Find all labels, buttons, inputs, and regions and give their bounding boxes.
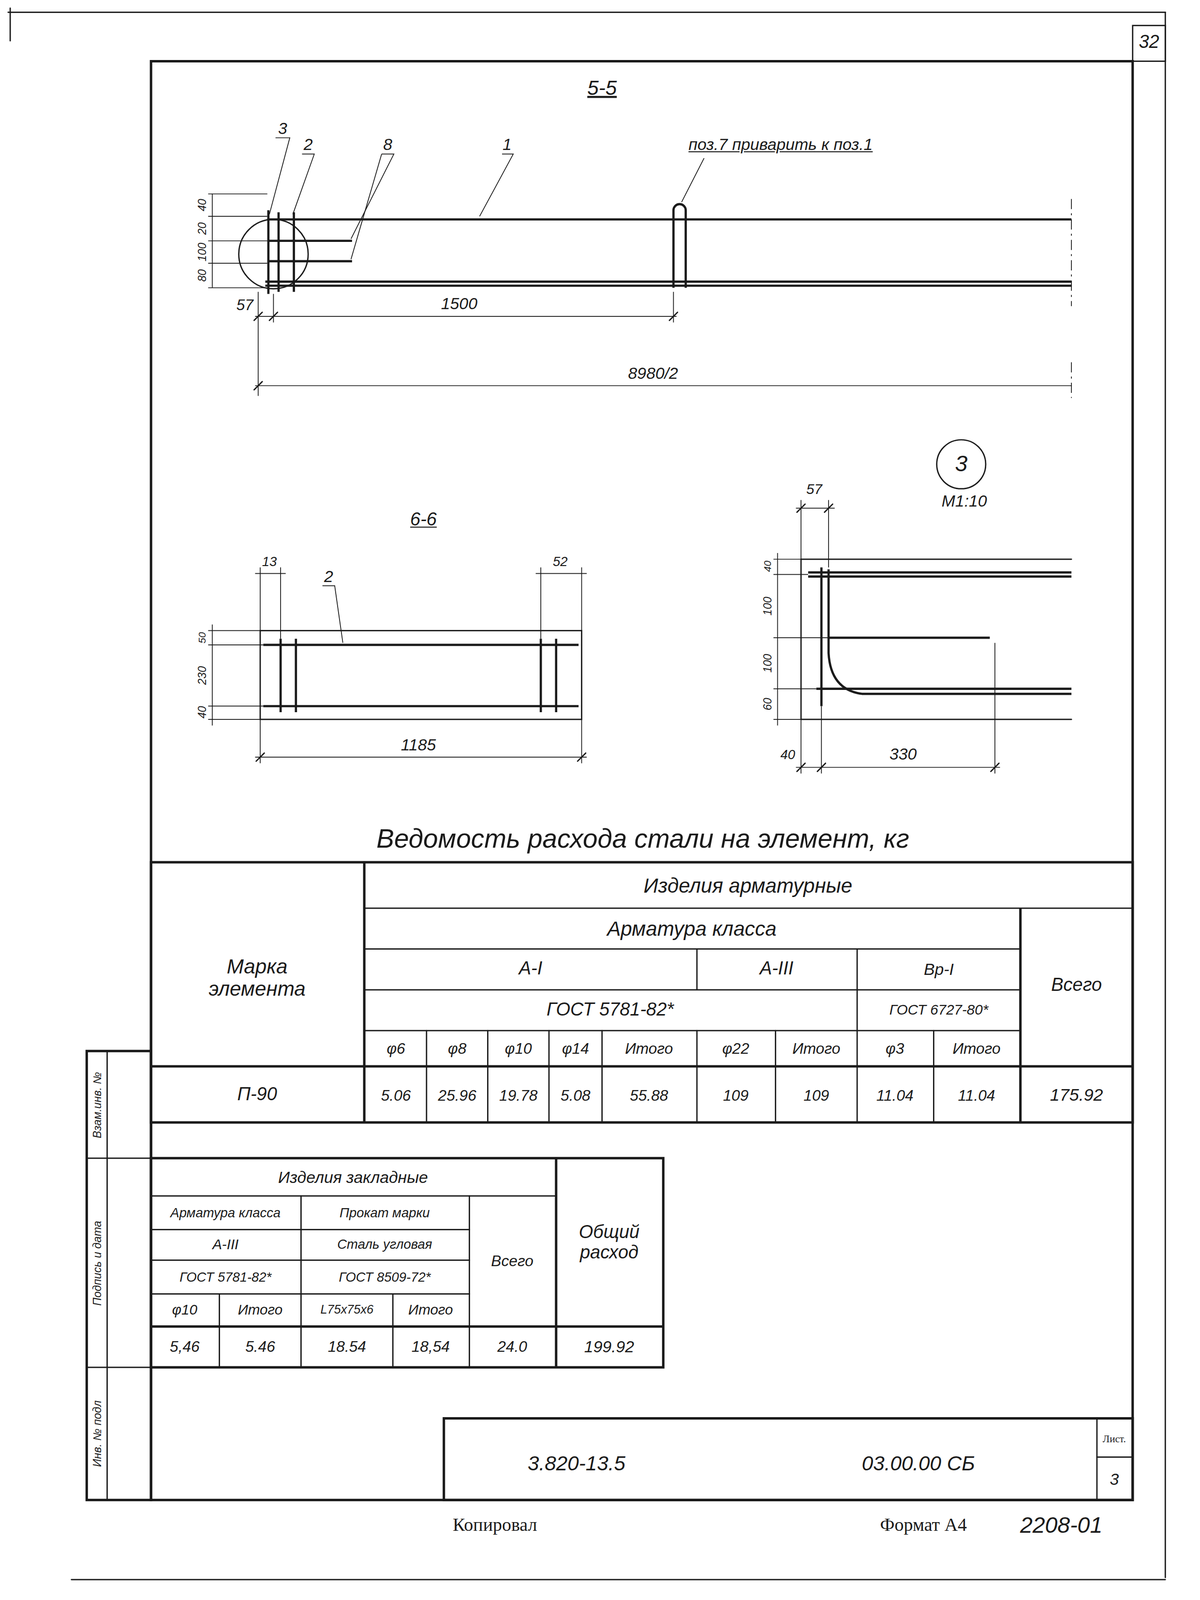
dimension: 50 [196, 631, 208, 643]
dimension: 1185 [400, 735, 437, 754]
table-header: Марка элемента [180, 954, 334, 1000]
table-cell: 24.0 [497, 1338, 528, 1356]
dimension: 100 [761, 653, 774, 673]
dimension: 20 [195, 222, 209, 236]
table-header: Арматура класса [170, 1205, 281, 1221]
weld-note: поз.7 приварить к поз.1 [688, 135, 873, 154]
steel-table-grid [150, 861, 1133, 1123]
stamp-field: Взам.инв. № [90, 1071, 104, 1139]
embedded-table-grid [150, 1157, 664, 1367]
detail-number: 3 [954, 451, 968, 477]
callout-number: 8 [383, 135, 393, 154]
sheet-footer: Формат А4 [879, 1514, 967, 1536]
table-header: Изделия арматурные [643, 874, 853, 897]
table-header: Всего [490, 1252, 534, 1270]
table-cell: 11.04 [876, 1087, 914, 1105]
table-header: А-I [518, 959, 543, 980]
callout-number: 2 [303, 135, 313, 154]
table-header: φ8 [447, 1040, 467, 1058]
section-6-6 [207, 567, 587, 764]
dimension: 100 [195, 242, 209, 262]
table-header: Изделия закладные [278, 1168, 429, 1186]
table-header: Сталь угловая [337, 1237, 432, 1252]
scale-note: М1:10 [941, 491, 988, 510]
callout-number: 2 [324, 567, 334, 586]
dimension: 13 [262, 554, 278, 570]
dimension: 60 [761, 697, 774, 711]
sheet-footer: 2208-01 [1020, 1512, 1103, 1538]
table-cell: 18,54 [411, 1338, 450, 1356]
table-cell: 109 [723, 1087, 749, 1105]
table-title: Ведомость расхода стали на элемент, кг [376, 823, 910, 853]
detail-3 [773, 439, 1072, 774]
table-cell: 25.96 [438, 1087, 477, 1105]
table-cell: 18.54 [327, 1338, 367, 1356]
table-header: Арматура класса [607, 917, 777, 940]
table-header: φ14 [562, 1040, 590, 1058]
document-code: 03.00.00 СБ [861, 1451, 976, 1474]
table-header: Итого [408, 1302, 453, 1318]
title-block-text: Лист. [1102, 1432, 1126, 1444]
document-code: 3.820-13.5 [527, 1451, 626, 1474]
dimension: 40 [761, 560, 773, 572]
table-cell: 5.08 [560, 1087, 591, 1105]
table-cell: 55.88 [629, 1087, 668, 1105]
stamp-field: Подпись и дата [90, 1220, 104, 1306]
table-cell: 5,46 [169, 1338, 200, 1356]
sheet-number: 3 [1109, 1470, 1119, 1489]
section-title: 5-5 [587, 76, 617, 99]
dimension: 40 [195, 198, 209, 212]
table-header: φ6 [386, 1040, 405, 1058]
title-block [444, 1418, 1133, 1500]
table-cell: П-90 [237, 1084, 277, 1105]
dimension: 80 [195, 269, 209, 282]
table-header: А-III [212, 1236, 239, 1253]
table-cell: 199.92 [584, 1337, 635, 1356]
dimension: 230 [195, 666, 209, 685]
dimension: 52 [552, 554, 568, 570]
table-header: Итого [624, 1040, 673, 1058]
table-cell: 19.78 [499, 1087, 538, 1105]
stamp-field: Инв. № подл [90, 1399, 104, 1467]
dimension: 8980/2 [628, 364, 679, 383]
dimension: 40 [780, 747, 796, 763]
sheet-footer: Копировал [452, 1514, 538, 1536]
section-title: 6-6 [410, 510, 437, 531]
table-cell: 109 [803, 1087, 830, 1105]
table-header: Всего [1051, 975, 1102, 996]
sheet-number: 32 [1138, 32, 1159, 54]
table-header: А-III [759, 959, 794, 980]
table-header: Итого [237, 1302, 283, 1318]
table-header: ГОСТ 5781-82* [546, 999, 674, 1021]
table-cell: 175.92 [1050, 1085, 1104, 1105]
dimension: 330 [889, 744, 917, 763]
dimension: 57 [806, 481, 823, 498]
table-cell: 5.06 [381, 1087, 412, 1105]
callout-number: 3 [278, 119, 288, 138]
table-header: ГОСТ 6727-80* [889, 1002, 989, 1018]
dimension: 40 [195, 705, 209, 719]
table-header: ГОСТ 8509-72* [338, 1269, 431, 1285]
table-cell: 5.46 [245, 1338, 276, 1356]
table-header: φ3 [885, 1040, 904, 1058]
table-header: Вр-I [923, 960, 954, 978]
callout-number: 1 [502, 135, 512, 154]
table-header: Прокат марки [339, 1205, 430, 1221]
section-5-5 [207, 137, 1072, 399]
dimension: 1500 [441, 295, 478, 313]
table-header: φ22 [722, 1040, 750, 1058]
table-header: Общий расход [560, 1222, 659, 1263]
table-header: φ10 [172, 1302, 198, 1318]
table-header: ГОСТ 5781-82* [179, 1269, 272, 1285]
table-header: Итого [792, 1040, 841, 1058]
sheet-frame [8, 8, 1166, 1580]
dimension: 57 [236, 296, 254, 314]
table-cell: 11.04 [958, 1087, 996, 1105]
table-header: Итого [952, 1040, 1001, 1058]
table-header: L75х75х6 [320, 1303, 374, 1317]
dimension: 100 [761, 596, 774, 616]
table-header: φ10 [504, 1040, 533, 1058]
